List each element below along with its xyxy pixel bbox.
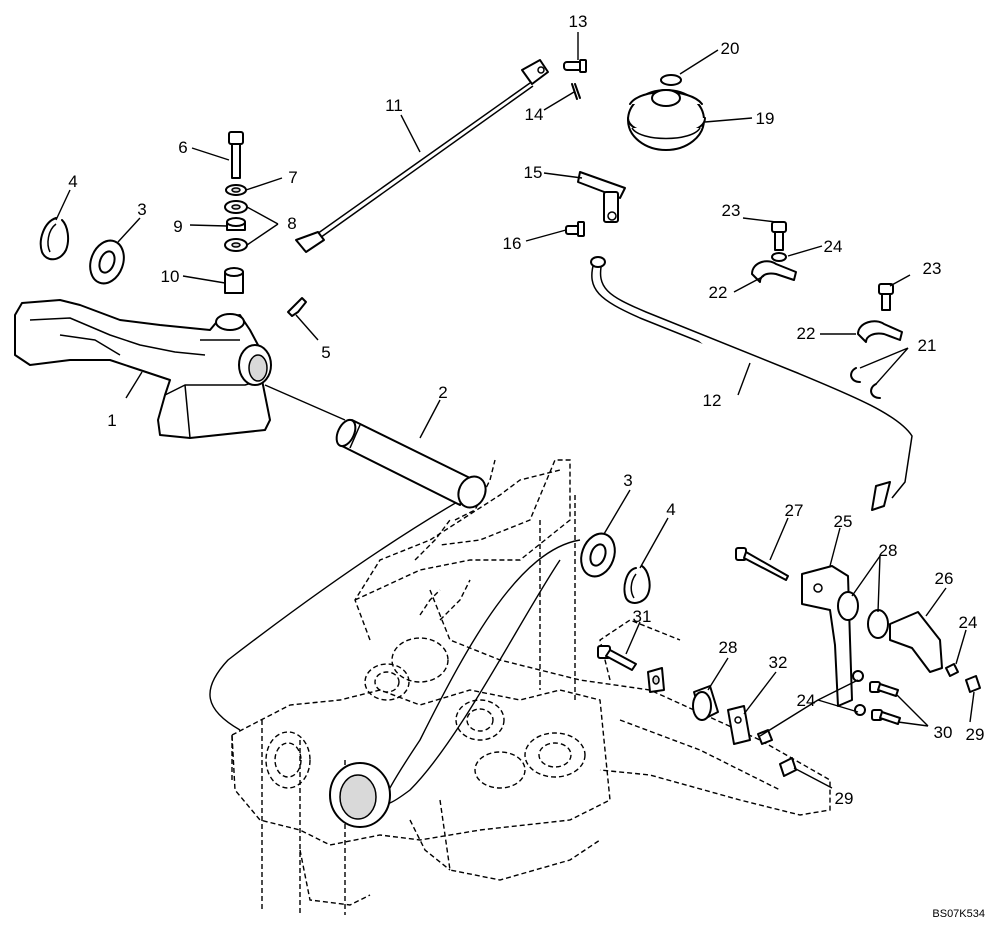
bracket-bolt-part <box>735 547 789 581</box>
rubber-boot-part <box>627 89 706 151</box>
handle-screw-part <box>565 221 585 237</box>
retaining-clip-lower-part <box>870 383 881 399</box>
control-rod-part <box>590 256 913 511</box>
callout-27: 27 <box>785 501 804 520</box>
pedal-to-pin-guide <box>264 384 346 421</box>
callout-13: 13 <box>569 12 588 31</box>
callout-15: 15 <box>524 163 543 182</box>
callout-24-bracket: 24 <box>797 691 816 710</box>
pin-installation-guide <box>209 489 479 731</box>
snap-ring-lower-part <box>623 565 651 604</box>
washer-lower-part <box>580 532 616 578</box>
callout-11: 11 <box>385 96 403 115</box>
callout-28-lower: 28 <box>719 638 738 657</box>
callout-4-lower: 4 <box>666 500 675 519</box>
callout-22-lower: 22 <box>797 324 816 343</box>
foot-pedal-part <box>14 299 272 439</box>
nut-lower-left-part <box>757 729 773 745</box>
callout-23-lower: 23 <box>923 259 942 278</box>
drawing-code: BS07K534 <box>932 908 985 920</box>
callout-3-lower: 3 <box>623 471 632 490</box>
bushing-small-part <box>647 667 665 693</box>
leader-lines <box>55 32 975 789</box>
mounting-bracket-part <box>801 565 853 707</box>
lock-washer-part <box>225 184 247 196</box>
pivot-pin-part <box>335 418 487 509</box>
cap-screw-lower-part <box>871 709 901 725</box>
callout-16: 16 <box>503 234 522 253</box>
lock-nut-upper-part <box>852 670 864 682</box>
callout-29-lower: 29 <box>835 789 854 808</box>
bushing-middle-part <box>867 609 889 639</box>
linkage-cable-part <box>295 59 549 253</box>
lock-nut-lower-part <box>854 704 866 716</box>
callout-24-right: 24 <box>959 613 978 632</box>
callout-19: 19 <box>756 109 775 128</box>
nut-part <box>226 217 246 231</box>
callout-7: 7 <box>288 168 297 187</box>
callout-32: 32 <box>769 653 788 672</box>
loader-frame-outline <box>231 459 831 915</box>
cover-plate-part <box>889 611 943 673</box>
callout-3-upper: 3 <box>137 200 146 219</box>
callout-labels: 1 2 3 4 5 6 7 8 9 10 11 12 13 14 15 16 1… <box>68 12 984 808</box>
callout-14: 14 <box>525 105 544 124</box>
callout-8: 8 <box>287 214 296 233</box>
callout-24-upper: 24 <box>824 237 843 256</box>
callout-22-upper: 22 <box>709 283 728 302</box>
nut-lower-right-part <box>965 675 981 693</box>
retaining-clip-upper-part <box>850 367 861 383</box>
clevis-pin-part <box>563 59 587 73</box>
spacer-part <box>224 267 244 294</box>
cap-screw-upper-part <box>869 681 899 697</box>
callout-28-upper: 28 <box>879 541 898 560</box>
callout-4-upper: 4 <box>68 172 77 191</box>
bushing-upper-part <box>837 591 859 621</box>
pivot-bolt-part <box>597 645 637 671</box>
flat-washer-lower-part <box>224 238 248 252</box>
pivot-bushing <box>329 762 391 828</box>
clamp-bolt-lower-part <box>878 283 894 311</box>
nut-bottom-part <box>779 757 797 777</box>
clamp-nut-part <box>771 252 787 262</box>
callout-31: 31 <box>633 607 652 626</box>
grease-fitting-part <box>287 297 307 317</box>
callout-1: 1 <box>107 411 116 430</box>
callout-12: 12 <box>703 391 722 410</box>
callout-9: 9 <box>173 217 182 236</box>
callout-10: 10 <box>161 267 180 286</box>
callout-6: 6 <box>178 138 187 157</box>
nut-upper-right-part <box>945 663 959 677</box>
handle-part <box>577 171 626 223</box>
callout-23-upper: 23 <box>722 201 741 220</box>
callout-30: 30 <box>934 723 953 742</box>
o-ring-part <box>660 74 682 86</box>
hole-alignment-guide <box>383 539 581 805</box>
clamp-lower-part <box>857 320 903 343</box>
side-plate-part <box>727 705 751 745</box>
callout-26: 26 <box>935 569 954 588</box>
cotter-pin-part <box>571 83 581 100</box>
clamp-bolt-upper-part <box>771 221 787 251</box>
flat-washer-upper-part <box>224 200 248 214</box>
bolt-part <box>228 131 244 179</box>
callout-2: 2 <box>438 383 447 402</box>
snap-ring-upper-part <box>39 217 70 261</box>
washer-upper-part <box>89 239 125 285</box>
callout-29-right: 29 <box>966 725 985 744</box>
callout-5: 5 <box>321 343 330 362</box>
callout-20: 20 <box>721 39 740 58</box>
callout-25: 25 <box>834 512 853 531</box>
callout-21: 21 <box>918 336 937 355</box>
bushing-lower-part <box>692 685 719 721</box>
